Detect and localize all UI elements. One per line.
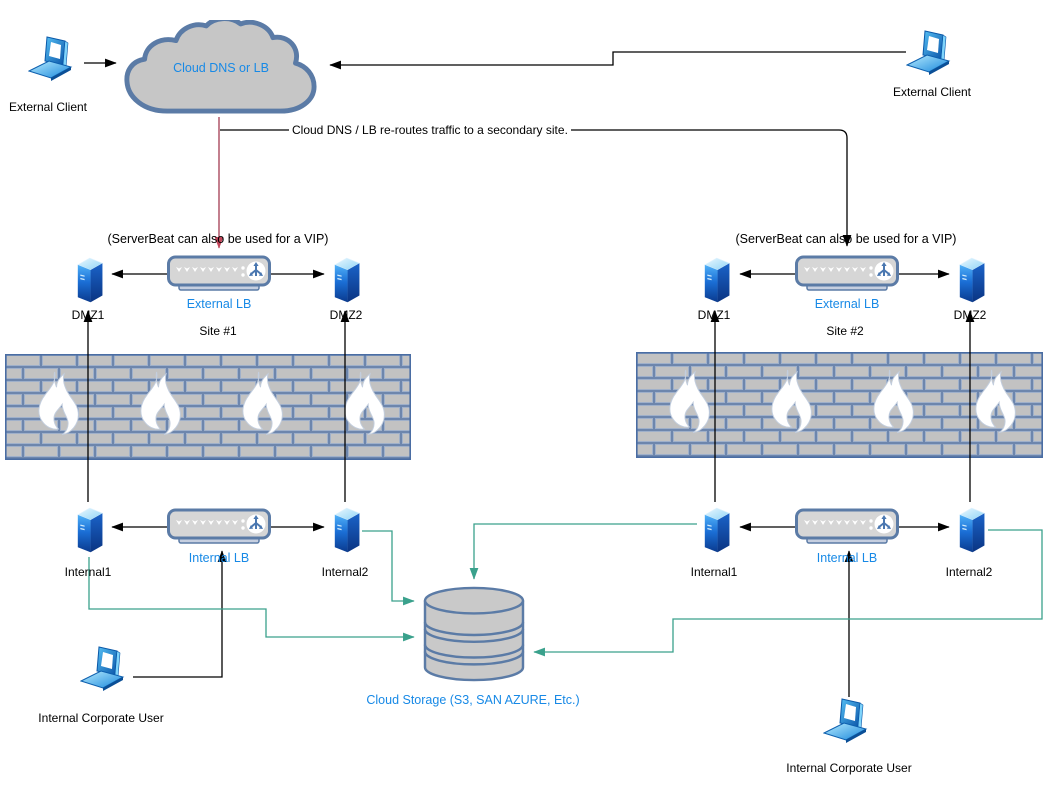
edge-site2-internal2-to-storage[interactable] [533, 529, 1043, 657]
edge-site2-internal1-to-storage[interactable] [469, 523, 697, 580]
server-tower-icon [704, 257, 731, 303]
site2-internal1-label: Internal1 [690, 565, 738, 579]
server-tower-icon [959, 507, 986, 553]
node-site2-external-lb[interactable] [795, 254, 899, 294]
node-site1-internal2-server[interactable] [328, 502, 362, 555]
node-site2-internal1-server[interactable] [698, 502, 732, 555]
load-balancer-appliance-icon [795, 508, 899, 544]
site1-internal-lb-label: Internal LB [188, 551, 250, 565]
node-site2-firewall[interactable] [636, 352, 1043, 458]
corporate-user-site2-label: Internal Corporate User [786, 761, 912, 775]
edge-cloud-to-site2-external-lb[interactable] [220, 129, 852, 247]
site1-vip-note: (ServerBeat can also be used for a VIP) [107, 232, 329, 246]
external-client-left-label: External Client [8, 100, 88, 114]
node-external-client-left[interactable] [28, 36, 80, 82]
node-corporate-user-site1[interactable] [80, 646, 132, 692]
external-client-right-label: External Client [892, 85, 972, 99]
reroute-annotation: Cloud DNS / LB re-routes traffic to a se… [289, 123, 571, 137]
laptop-icon [80, 646, 125, 691]
edge-site1-internal1-to-storage[interactable] [88, 557, 415, 642]
site1-internal1-label: Internal1 [64, 565, 112, 579]
server-tower-icon [334, 507, 361, 553]
node-site1-external-lb[interactable] [167, 254, 271, 294]
site1-title: Site #1 [199, 324, 237, 338]
node-site1-firewall[interactable] [5, 354, 411, 460]
edge-site1-internal2-to-storage[interactable] [362, 530, 415, 606]
firewall-brick-wall-icon [5, 354, 411, 460]
corporate-user-site1-label: Internal Corporate User [38, 711, 164, 725]
load-balancer-appliance-icon [795, 255, 899, 291]
node-external-client-right[interactable] [906, 30, 958, 76]
site1-external-lb-label: External LB [186, 297, 252, 311]
site1-dmz1-label: DMZ1 [71, 308, 105, 322]
node-site1-internal1-server[interactable] [71, 502, 105, 555]
edge-site1-corpuser-to-ilb[interactable] [133, 550, 227, 678]
node-site2-internal-lb[interactable] [795, 507, 899, 547]
site2-dmz2-label: DMZ2 [953, 308, 987, 322]
node-site2-internal2-server[interactable] [953, 502, 987, 555]
server-tower-icon [334, 257, 361, 303]
site2-internal-lb-label: Internal LB [816, 551, 878, 565]
site2-internal2-label: Internal2 [945, 565, 993, 579]
site2-dmz1-label: DMZ1 [697, 308, 731, 322]
load-balancer-appliance-icon [167, 255, 271, 291]
site1-internal2-label: Internal2 [321, 565, 369, 579]
node-site2-dmz2-server[interactable] [953, 252, 987, 305]
cloud-dns-lb-label: Cloud DNS or LB [173, 61, 269, 75]
node-cloud-dns-lb[interactable] [124, 20, 320, 116]
server-tower-icon [959, 257, 986, 303]
node-site1-dmz1-server[interactable] [71, 252, 105, 305]
node-corporate-user-site2[interactable] [823, 698, 875, 744]
server-tower-icon [704, 507, 731, 553]
node-cloud-storage[interactable] [421, 585, 527, 683]
site1-dmz2-label: DMZ2 [329, 308, 363, 322]
site2-external-lb-label: External LB [814, 297, 880, 311]
database-cylinder-icon [423, 586, 525, 682]
node-site2-dmz1-server[interactable] [698, 252, 732, 305]
laptop-icon [823, 698, 868, 743]
node-site1-internal-lb[interactable] [167, 507, 271, 547]
site2-title: Site #2 [826, 324, 864, 338]
load-balancer-appliance-icon [167, 508, 271, 544]
edge-extclient-right-to-cloud[interactable] [329, 51, 906, 70]
cloud-icon [124, 20, 317, 114]
laptop-icon [28, 36, 73, 81]
site2-vip-note: (ServerBeat can also be used for a VIP) [735, 232, 957, 246]
firewall-brick-wall-icon [636, 352, 1043, 458]
cloud-storage-label: Cloud Storage (S3, SAN AZURE, Etc.) [366, 693, 580, 707]
server-tower-icon [77, 507, 104, 553]
node-site1-dmz2-server[interactable] [328, 252, 362, 305]
server-tower-icon [77, 257, 104, 303]
laptop-icon [906, 30, 951, 75]
